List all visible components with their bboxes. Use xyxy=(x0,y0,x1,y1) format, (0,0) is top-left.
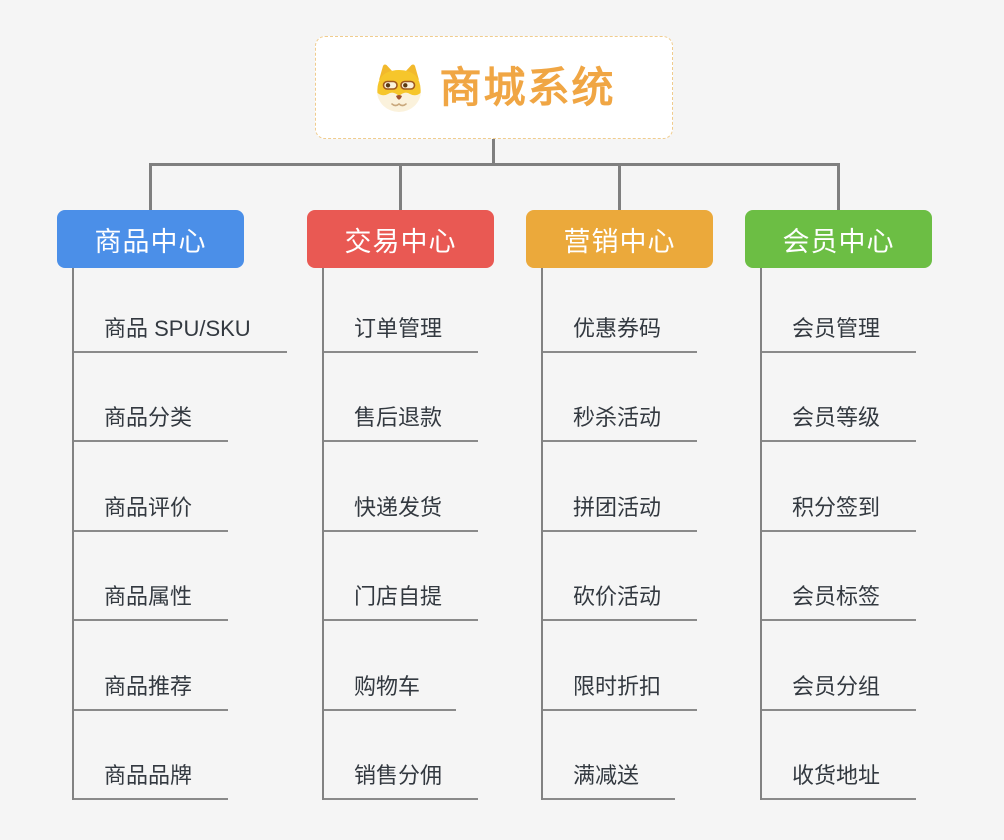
leaf-node[interactable]: 商品分类 xyxy=(72,400,229,442)
leaf-node[interactable]: 会员标签 xyxy=(760,579,917,621)
branch-label: 交易中心 xyxy=(344,226,457,257)
leaf-node[interactable]: 购物车 xyxy=(322,669,457,711)
root-node[interactable]: 商城系统 xyxy=(315,36,673,139)
branch-node-member[interactable]: 会员中心 xyxy=(745,210,932,268)
leaf-node[interactable]: 商品推荐 xyxy=(72,669,229,711)
connector-drop xyxy=(399,163,402,210)
branch-column-trade: 订单管理 售后退款 快递发货 门店自提 购物车 销售分佣 xyxy=(322,263,572,800)
doge-icon xyxy=(377,63,422,112)
branch-label: 商品中心 xyxy=(94,226,207,257)
column-connector-line xyxy=(72,268,74,800)
leaf-node[interactable]: 订单管理 xyxy=(322,311,479,353)
column-connector-line xyxy=(322,268,324,800)
branch-node-marketing[interactable]: 营销中心 xyxy=(526,210,713,268)
leaf-node[interactable]: 拼团活动 xyxy=(541,490,698,532)
branch-node-trade[interactable]: 交易中心 xyxy=(307,210,494,268)
leaf-node[interactable]: 商品品牌 xyxy=(72,758,229,800)
connector-drop xyxy=(618,163,621,210)
leaf-node[interactable]: 收货地址 xyxy=(760,758,917,800)
column-connector-line xyxy=(541,268,543,800)
branch-column-product: 商品 SPU/SKU 商品分类 商品评价 商品属性 商品推荐 商品品牌 xyxy=(72,263,322,800)
leaf-node[interactable]: 门店自提 xyxy=(322,579,479,621)
connector-horizontal-bar xyxy=(149,163,840,166)
leaf-node[interactable]: 会员等级 xyxy=(760,400,917,442)
leaf-node[interactable]: 销售分佣 xyxy=(322,758,479,800)
column-connector-line xyxy=(760,268,762,800)
leaf-node[interactable]: 积分签到 xyxy=(760,490,917,532)
connector-root-stem xyxy=(492,139,495,165)
leaf-node[interactable]: 砍价活动 xyxy=(541,579,698,621)
leaf-node[interactable]: 会员管理 xyxy=(760,311,917,353)
leaf-node[interactable]: 优惠券码 xyxy=(541,311,698,353)
connector-drop xyxy=(149,163,152,210)
leaf-node[interactable]: 秒杀活动 xyxy=(541,400,698,442)
leaf-node[interactable]: 会员分组 xyxy=(760,669,917,711)
leaf-node[interactable]: 限时折扣 xyxy=(541,669,698,711)
leaf-node[interactable]: 满减送 xyxy=(541,758,676,800)
root-title: 商城系统 xyxy=(439,63,616,111)
branch-column-member: 会员管理 会员等级 积分签到 会员标签 会员分组 收货地址 xyxy=(760,263,1004,800)
leaf-node[interactable]: 商品属性 xyxy=(72,579,229,621)
leaf-node[interactable]: 商品评价 xyxy=(72,490,229,532)
leaf-node[interactable]: 售后退款 xyxy=(322,400,479,442)
branch-label: 营销中心 xyxy=(563,226,676,257)
branch-column-marketing: 优惠券码 秒杀活动 拼团活动 砍价活动 限时折扣 满减送 xyxy=(541,263,791,800)
leaf-node[interactable]: 快递发货 xyxy=(322,490,479,532)
leaf-node[interactable]: 商品 SPU/SKU xyxy=(72,311,287,353)
branch-label: 会员中心 xyxy=(782,226,895,257)
branch-node-product[interactable]: 商品中心 xyxy=(57,210,244,268)
connector-drop xyxy=(837,163,840,210)
